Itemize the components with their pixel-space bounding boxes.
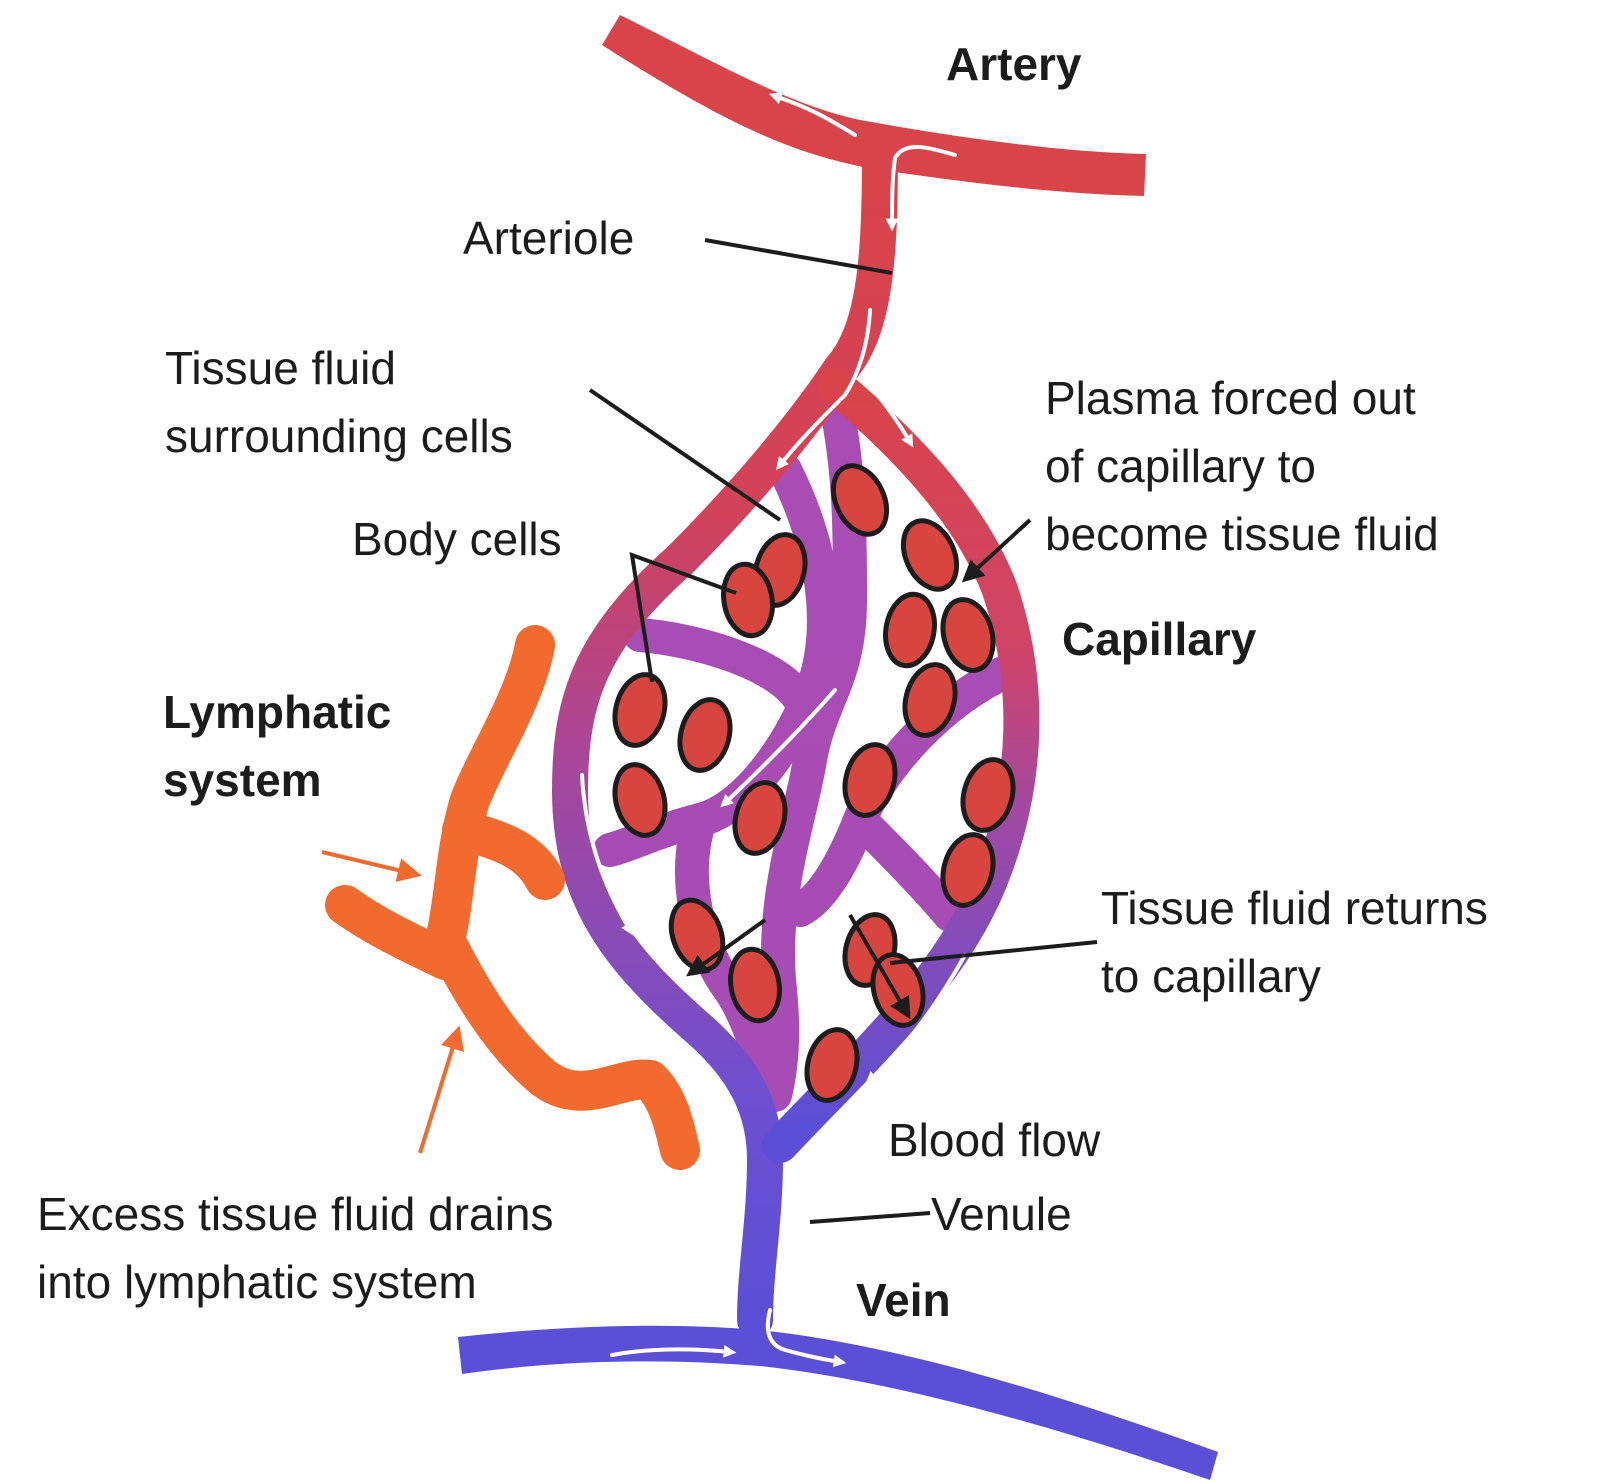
- body-cell: [677, 697, 733, 773]
- venule-leader: [809, 1211, 931, 1224]
- body-cell: [900, 518, 960, 592]
- body-cell: [728, 946, 782, 1024]
- body-cell: [960, 757, 1016, 833]
- flow-arrow: [865, 953, 967, 1085]
- flow-arrow: [720, 688, 837, 808]
- drain-arrow: [321, 850, 422, 882]
- tissue-fluid-surrounding-line-2: surrounding cells: [165, 410, 513, 462]
- blood-flow-arrows: [580, 92, 967, 1368]
- flow-arrow: [873, 390, 914, 448]
- mesh-vessel-3: [623, 618, 817, 717]
- body-cell: [902, 662, 958, 738]
- arteriole-label: Arteriole: [463, 212, 635, 264]
- body-cells: [612, 463, 1016, 1103]
- lymphatic-system-label: Lymphatic system: [163, 678, 391, 814]
- body-cell: [612, 762, 668, 838]
- capillary-label: Capillary: [1062, 613, 1257, 665]
- mesh-vessel-5: [674, 803, 787, 1107]
- returns-line-1: Tissue fluid returns: [1101, 882, 1488, 934]
- return-arrow-a: [686, 918, 767, 977]
- lymphatic-line-2: system: [163, 754, 322, 806]
- tissue-fluid-leader: [588, 388, 782, 522]
- lymphatic-vessel: [325, 625, 700, 1170]
- tissue-fluid-surrounding-line-1: Tissue fluid: [165, 342, 396, 394]
- plasma-line-1: Plasma forced out: [1045, 372, 1416, 424]
- tissue-fluid-returns-leader: [889, 940, 1098, 965]
- body-cell: [721, 561, 775, 639]
- body-cell: [830, 463, 890, 537]
- drainage-arrows: [321, 850, 464, 1154]
- blood-flow-label: Blood flow: [888, 1114, 1101, 1166]
- vein-vessel: [458, 1325, 1218, 1480]
- body-cells-leader: [629, 551, 737, 683]
- mesh-vessel-6: [843, 803, 967, 932]
- excess-tissue-fluid-label: Excess tissue fluid drains into lymphati…: [37, 1180, 553, 1316]
- body-cell: [940, 597, 996, 673]
- excess-line-1: Excess tissue fluid drains: [37, 1188, 554, 1240]
- vein-label: Vein: [856, 1274, 951, 1326]
- body-cell: [612, 672, 668, 748]
- excess-line-2: into lymphatic system: [37, 1256, 477, 1308]
- tissue-fluid-surrounding-label: Tissue fluid surrounding cells: [165, 334, 513, 470]
- return-arrow-b: [848, 913, 911, 1020]
- drain-arrow: [418, 1025, 464, 1154]
- body-cell: [883, 591, 937, 669]
- body-cell: [804, 1027, 860, 1103]
- flow-arrow: [580, 773, 634, 936]
- venule-label: Venule: [931, 1188, 1072, 1240]
- artery-label: Artery: [946, 38, 1082, 90]
- returns-line-2: to capillary: [1101, 950, 1321, 1002]
- plasma-line-3: become tissue fluid: [1045, 508, 1439, 560]
- flow-arrow: [776, 393, 847, 470]
- flow-arrow: [843, 308, 872, 397]
- body-cell: [732, 780, 788, 856]
- tissue-fluid-returns-label: Tissue fluid returns to capillary: [1101, 874, 1488, 1010]
- flow-arrow: [610, 1344, 737, 1358]
- flow-arrow: [768, 92, 857, 137]
- flow-arrow: [765, 1308, 847, 1368]
- flow-arrow: [885, 145, 957, 232]
- plasma-line-2: of capillary to: [1045, 440, 1317, 492]
- label-leaders: [588, 238, 1098, 1224]
- body-cell: [940, 832, 996, 908]
- body-cells-label: Body cells: [352, 513, 562, 565]
- plasma-leader: [961, 518, 1032, 583]
- lymphatic-line-1: Lymphatic: [163, 686, 392, 738]
- plasma-forced-out-label: Plasma forced out of capillary to become…: [1045, 364, 1439, 568]
- artery-vessel: [602, 15, 1146, 196]
- arteriole-leader: [704, 238, 893, 275]
- body-cell: [842, 742, 898, 818]
